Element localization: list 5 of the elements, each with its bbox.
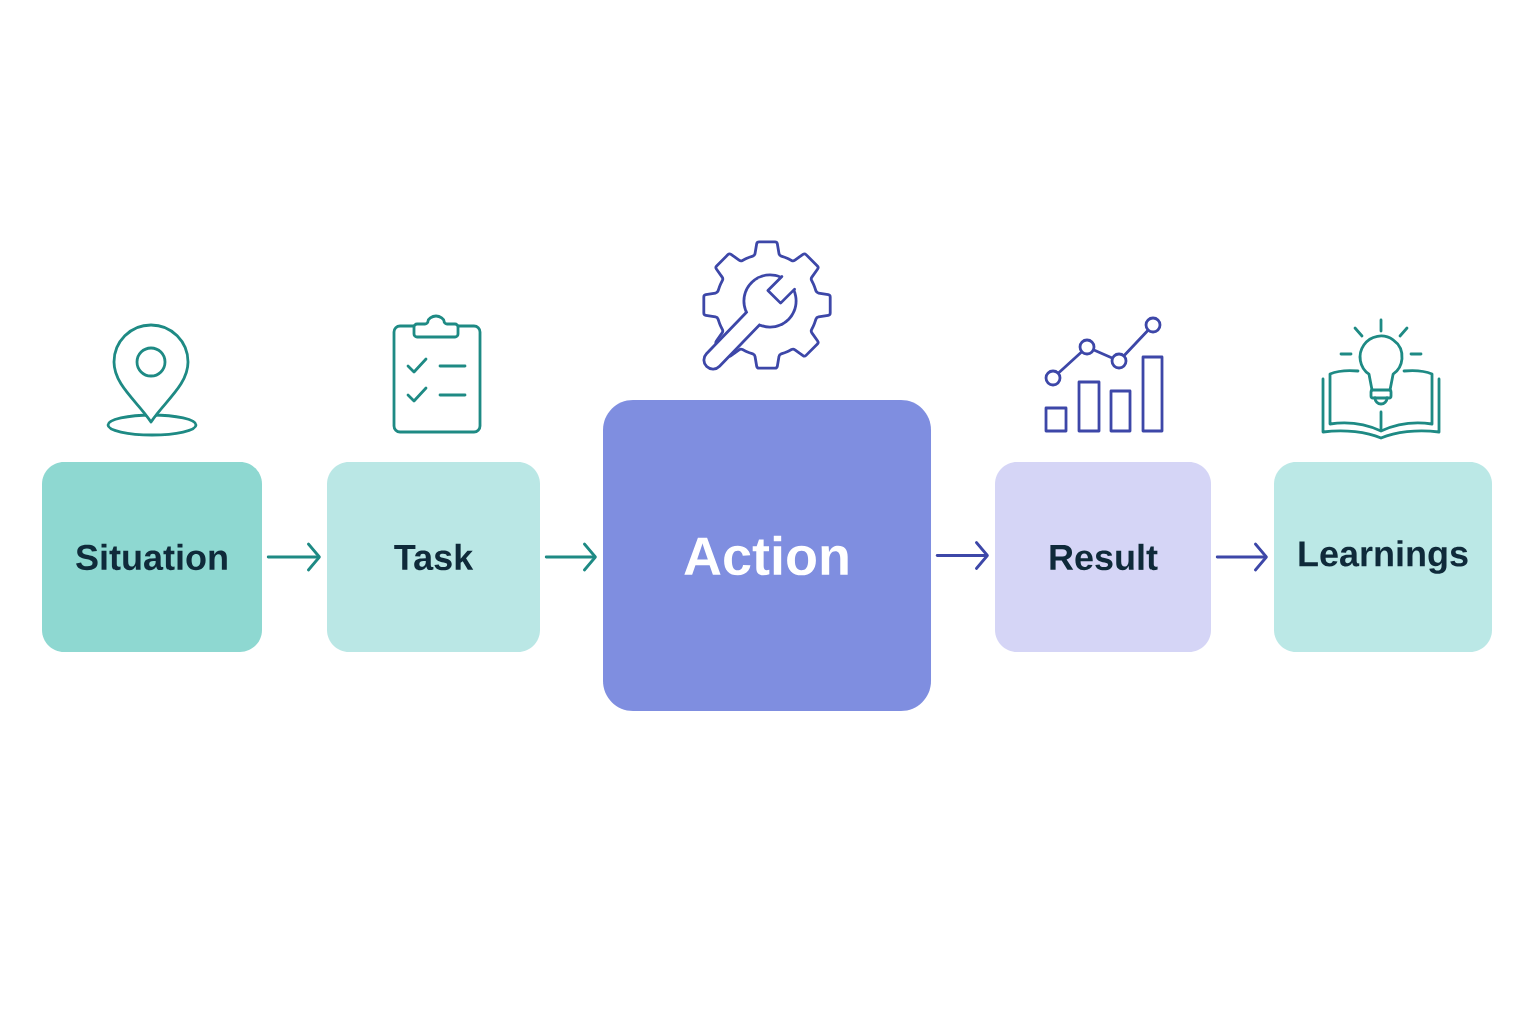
process-box: Result — [995, 462, 1211, 652]
process-box: Learnings — [1274, 462, 1492, 652]
process-box: Action — [603, 400, 931, 711]
process-box: Task — [327, 462, 540, 652]
process-box: Situation — [42, 462, 262, 652]
